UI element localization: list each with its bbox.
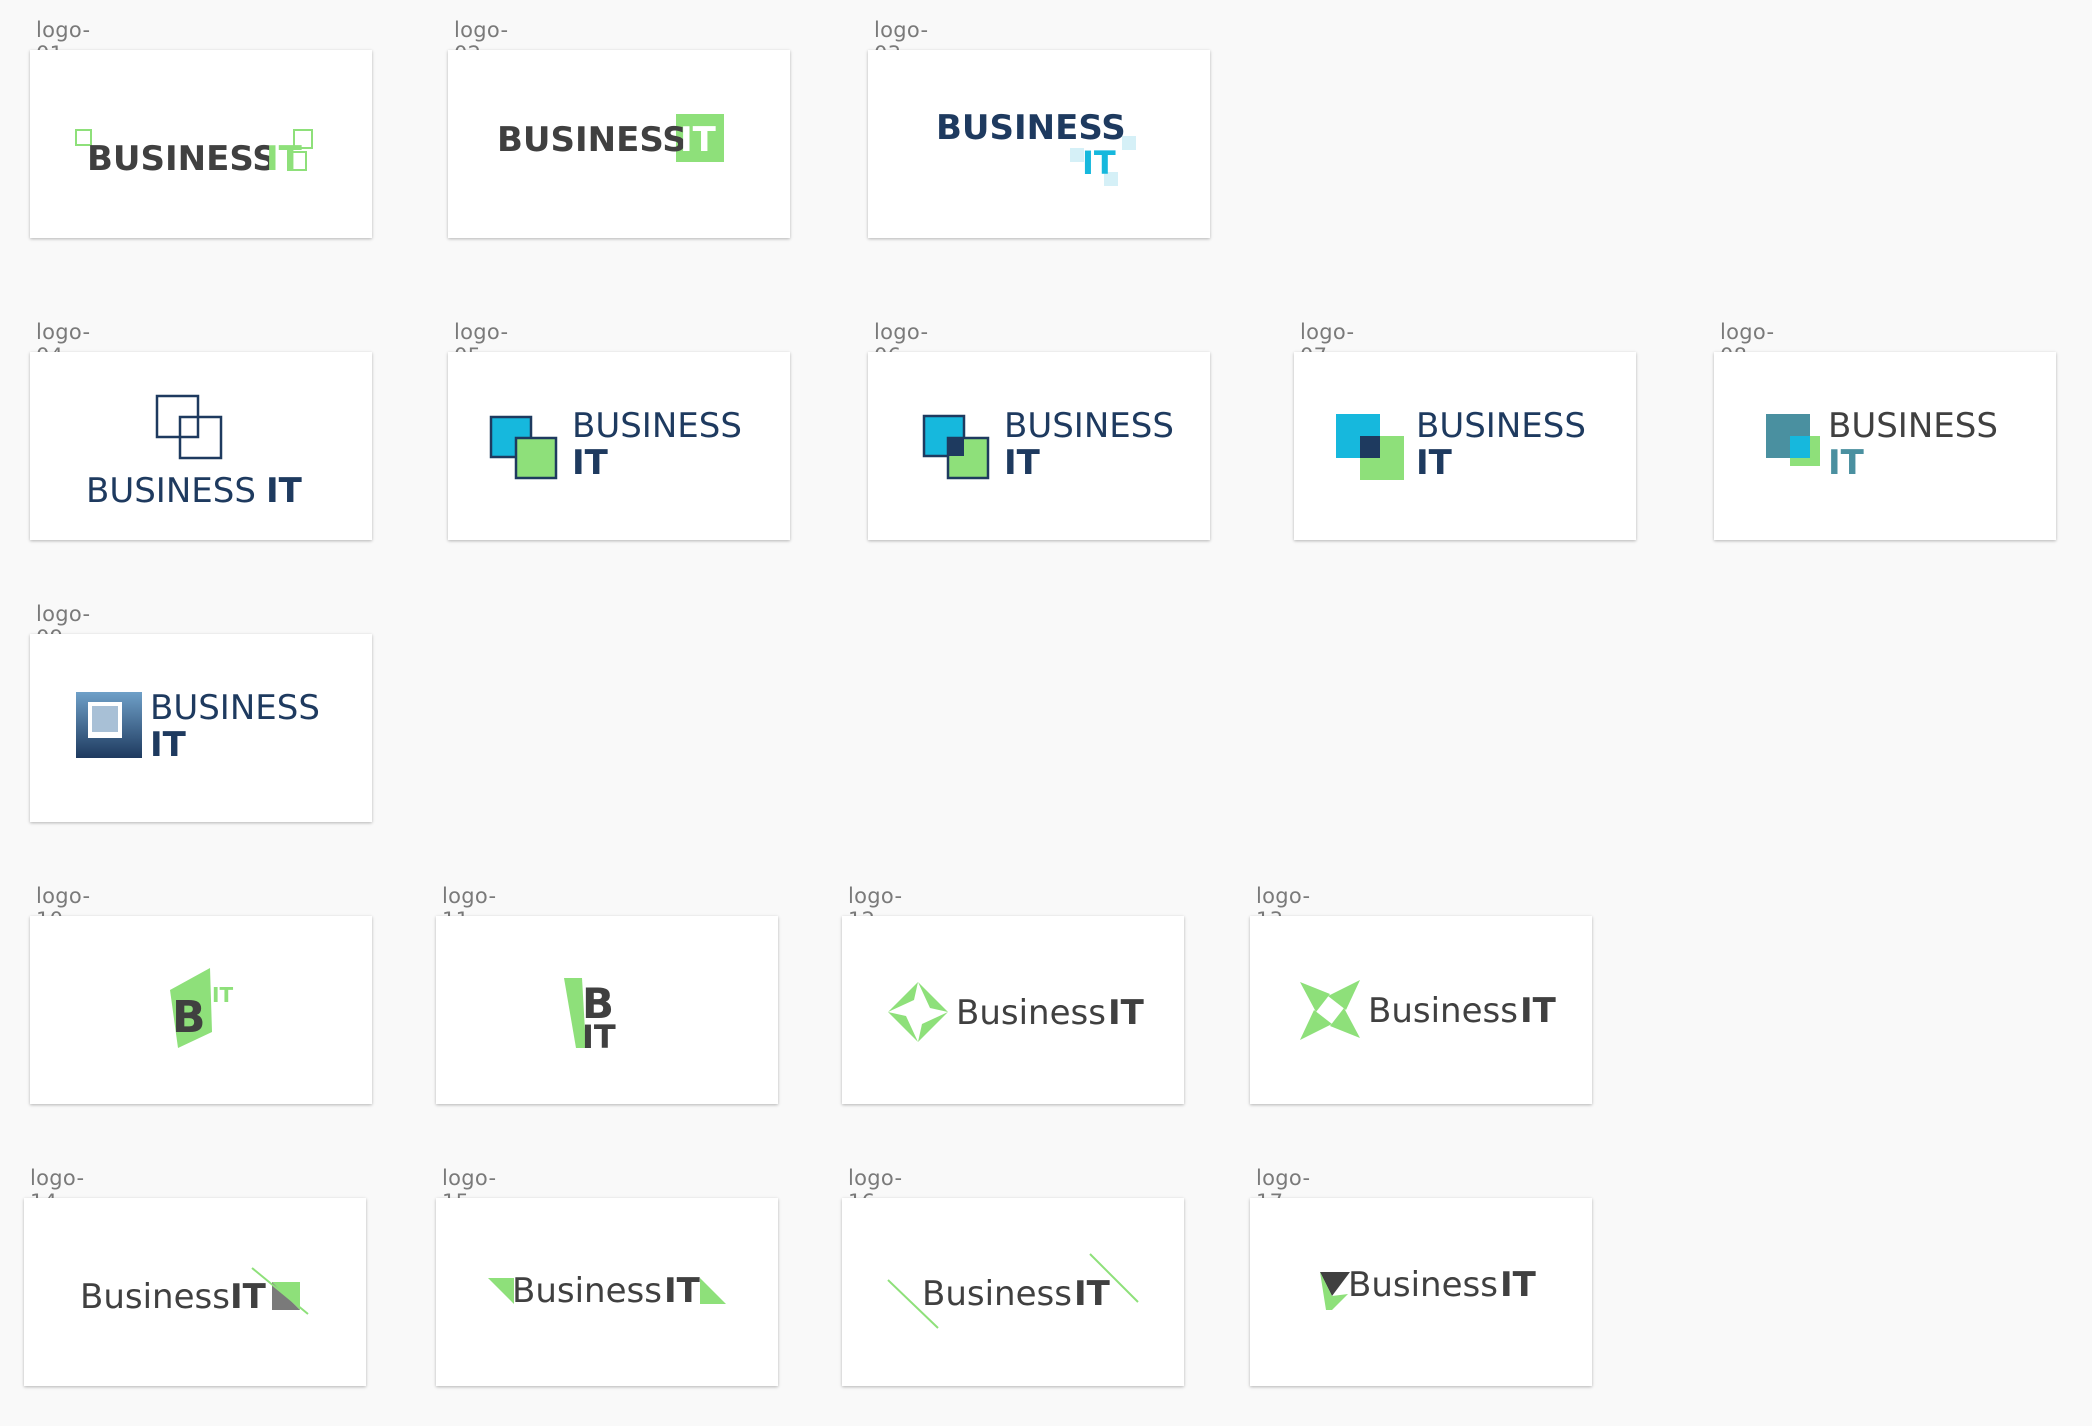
wordmark-mark: IT [664,1271,701,1311]
logo-02-artwork: BUSINESS IT [497,114,724,162]
logo-08-artwork: BUSINESS IT [1766,406,1998,483]
artboard-canvas[interactable]: BUSINESS IT [1294,352,1636,540]
artboard-canvas[interactable]: BUSINESS IT [1714,352,2056,540]
wordmark-text: BUSINESS [150,688,320,728]
artboard-canvas[interactable]: Business IT [842,1198,1184,1386]
wordmark-text: Business [1348,1265,1498,1305]
logo-16-artwork: Business IT [887,1253,1139,1329]
artboard-canvas[interactable]: Business IT [1250,1198,1592,1386]
wordmark-text: B [172,992,206,1043]
logo-13-artwork: Business IT [1300,980,1557,1040]
artboard-canvas[interactable]: Business IT [842,916,1184,1104]
logo-05-artwork: BUSINESS IT [489,406,742,483]
logo-09-artwork: BUSINESS IT [76,688,320,765]
wordmark-text: B [582,979,614,1028]
wordmark-text: BUSINESS [1828,406,1998,446]
artboard-canvas[interactable]: Business IT [1250,916,1592,1104]
wordmark-mark: IT [1500,1265,1537,1305]
wordmark-mark: IT [1108,993,1145,1033]
artboard-canvas[interactable]: BUSINESS IT [448,352,790,540]
artboard-canvas[interactable]: BUSINESS IT [30,634,372,822]
logo-03-artwork: BUSINESS IT [936,108,1136,186]
wordmark-mark: IT [680,120,717,160]
logo-06-artwork: BUSINESS IT [922,406,1174,483]
wordmark-text: Business [956,993,1106,1033]
wordmark-text: BUSINESS [572,406,742,446]
wordmark-text: Business [80,1277,230,1317]
logo-17-artwork: Business IT [1320,1265,1537,1310]
wordmark-text: BUSINESS [87,139,277,179]
artboard-canvas[interactable]: BUSINESS IT [868,352,1210,540]
wordmark-text: BUSINESS [936,108,1126,148]
wordmark-text: Business [1368,991,1518,1031]
logo-11-artwork: B IT [564,978,616,1056]
wordmark-text: BUSINESS [1004,406,1174,446]
artboard-canvas[interactable]: BUSINESS IT [448,50,790,238]
artboard-canvas[interactable]: BUSINESS IT [30,352,372,540]
artboard-label[interactable]: logo-13 [1256,884,1311,932]
wordmark-mark: IT [1828,443,1865,483]
wordmark-mark: IT [212,983,233,1007]
wordmark-mark: IT [266,139,303,179]
wordmark-mark: IT [1520,991,1557,1031]
logo-15-artwork: Business IT [488,1271,726,1311]
logo-10-artwork: B IT [170,968,233,1048]
wordmark-text: BUSINESS [1416,406,1586,446]
artboard-canvas[interactable]: BUSINESS IT [868,50,1210,238]
wordmark-mark: IT [230,1277,267,1317]
wordmark-mark: IT [1074,1274,1111,1314]
logo-04-artwork: BUSINESS IT [86,394,303,511]
artboard-canvas[interactable]: B IT [436,916,778,1104]
logo-14-artwork: Business IT [80,1267,309,1317]
artboard-canvas[interactable]: Business IT [436,1198,778,1386]
wordmark-text: Business [512,1271,662,1311]
wordmark-mark: IT [1004,443,1041,483]
wordmark-mark: IT [1416,443,1453,483]
logo-07-artwork: BUSINESS IT [1336,406,1586,483]
artboard-canvas[interactable]: B IT [30,916,372,1104]
wordmark-text: BUSINESS [497,120,687,160]
wordmark-mark: IT [1082,144,1116,182]
wordmark-mark: IT [266,471,303,511]
wordmark-text: BUSINESS [86,471,256,511]
logo-01-artwork: BUSINESS IT [75,129,313,179]
wordmark-mark: IT [572,443,609,483]
wordmark-mark: IT [150,725,187,765]
wordmark-mark: IT [582,1018,616,1056]
logo-12-artwork: Business IT [888,982,1145,1042]
artboard-canvas[interactable]: BUSINESS IT [30,50,372,238]
wordmark-text: Business [922,1274,1072,1314]
artboard-canvas[interactable]: Business IT [24,1198,366,1386]
